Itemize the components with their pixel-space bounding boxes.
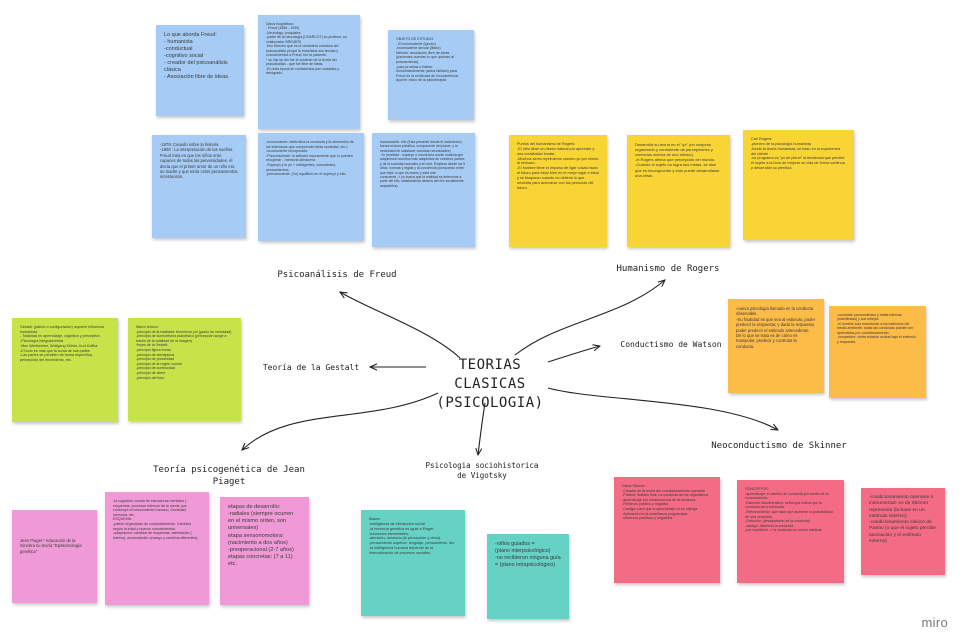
note-piaget-intro[interactable]: Jean Piaget * educación de la Ginebra su… <box>12 510 97 603</box>
note-text: Jean Piaget * educación de la Ginebra su… <box>20 538 82 554</box>
note-vigotsky-planes[interactable]: -niños guiados = (plano interpsicológico… <box>487 534 569 619</box>
note-text: -1879: Cuando sobre la histeria -1900 : … <box>160 142 238 180</box>
note-rogers-humanism-points[interactable]: Puntos del humanismo de Rogers: -El niño… <box>509 135 607 247</box>
note-text: Datos biográficos: - Freud (1856 - 1939)… <box>266 22 347 76</box>
note-text: etapas de desarrollo: -radiales (siempre… <box>228 504 294 568</box>
branch-vigotsky[interactable]: Psicologia sociohistorica de Vigotsky <box>425 461 539 480</box>
note-piaget-stages[interactable]: etapas de desarrollo: -radiales (siempre… <box>220 497 309 605</box>
note-text: Bases: -inteligencia de interacción soci… <box>369 517 456 556</box>
arrow-to-freud <box>340 292 461 359</box>
note-watson-conduct[interactable]: -conducta: pensamientos y habla internas… <box>829 306 926 398</box>
arrow-to-skinner <box>547 387 778 430</box>
note-text: Desarrolla su teoría en el "yo" (un conj… <box>635 142 720 178</box>
note-text: Carl Rogers: -pionero de la psicología h… <box>751 137 845 171</box>
branch-watson[interactable]: Conductismo de Watson <box>620 340 722 349</box>
note-freud-id-ego-superego[interactable]: Inconsciente- ello (Esta presente desde … <box>372 133 475 247</box>
note-vigotsky-bases[interactable]: Bases: -inteligencia de interacción soci… <box>361 510 465 616</box>
note-text: OBJETO DE ESTUDIO: - El inconsciente (Ig… <box>396 37 459 83</box>
note-text: Gestalt: (patrón o configuración) requie… <box>20 325 104 363</box>
note-carl-rogers[interactable]: Carl Rogers: -pionero de la psicología h… <box>743 130 854 240</box>
note-text: -niños guiados = (plano interpsicológico… <box>495 541 561 568</box>
branch-piaget[interactable]: Teoría psicogenética de Jean Piaget <box>153 465 305 487</box>
note-rogers-self-theory[interactable]: Desarrolla su teoría en el "yo" (un conj… <box>627 135 730 247</box>
note-text: Inconsciente- ello (Esta presente desde … <box>380 140 466 188</box>
note-text: -Inconsciente: determina la conducta y l… <box>266 140 354 177</box>
note-text: Puntos del humanismo de Rogers: -El niño… <box>517 142 599 190</box>
note-freud-unconscious[interactable]: -Inconsciente: determina la conducta y l… <box>258 133 364 241</box>
note-piaget-schemas[interactable]: -la cognición consta de estructuras ment… <box>105 492 209 605</box>
note-text: Lo que aborda Freud: - humanista -conduc… <box>164 32 230 81</box>
note-freud-works[interactable]: -1879: Cuando sobre la histeria -1900 : … <box>152 135 246 238</box>
note-gestalt-framework[interactable]: Marco teórico: -principio de la totalida… <box>128 318 241 421</box>
branch-freud[interactable]: Psicoanálisis de Freud <box>277 270 397 280</box>
note-text: CONCEPTOS: -aprendizaje: el cambio de co… <box>745 487 833 533</box>
note-text: Datos Skinner: -Creador de la teoría del… <box>622 484 709 521</box>
note-skinner-data[interactable]: Datos Skinner: -Creador de la teoría del… <box>614 477 720 583</box>
note-freud-topics[interactable]: Lo que aborda Freud: - humanista -conduc… <box>156 25 244 116</box>
note-text: -conducta: pensamientos y habla internas… <box>837 313 916 344</box>
note-text: -nueva psicología llamada en la conducta… <box>736 306 816 349</box>
note-skinner-conditioning[interactable]: -condicionamiento operante o instrumenta… <box>861 488 945 575</box>
branch-gestalt[interactable]: Teoría de la Gestalt <box>262 363 360 372</box>
note-gestalt-intro[interactable]: Gestalt: (patrón o configuración) requie… <box>12 318 118 422</box>
note-freud-biography[interactable]: Datos biográficos: - Freud (1856 - 1939)… <box>258 15 360 129</box>
branch-skinner[interactable]: Neoconductismo de Skinner <box>711 441 847 451</box>
note-text: -la cognición consta de estructuras ment… <box>113 499 199 540</box>
miro-logo: miro <box>921 615 948 630</box>
note-text: Marco teórico: -principio de la totalida… <box>136 325 232 380</box>
center-title[interactable]: TEORIAS CLASICAS (PSICOLOGIA) <box>436 357 544 411</box>
note-skinner-concepts[interactable]: CONCEPTOS: -aprendizaje: el cambio de co… <box>737 480 844 583</box>
note-watson-behavior[interactable]: -nueva psicología llamada en la conducta… <box>728 299 824 393</box>
note-text: -condicionamiento operante o instrumenta… <box>869 495 936 544</box>
arrow-to-piaget <box>242 392 439 450</box>
branch-rogers[interactable]: Humanismo de Rogers <box>616 264 720 274</box>
note-freud-object-of-study[interactable]: OBJETO DE ESTUDIO: - El inconsciente (Ig… <box>388 30 474 120</box>
